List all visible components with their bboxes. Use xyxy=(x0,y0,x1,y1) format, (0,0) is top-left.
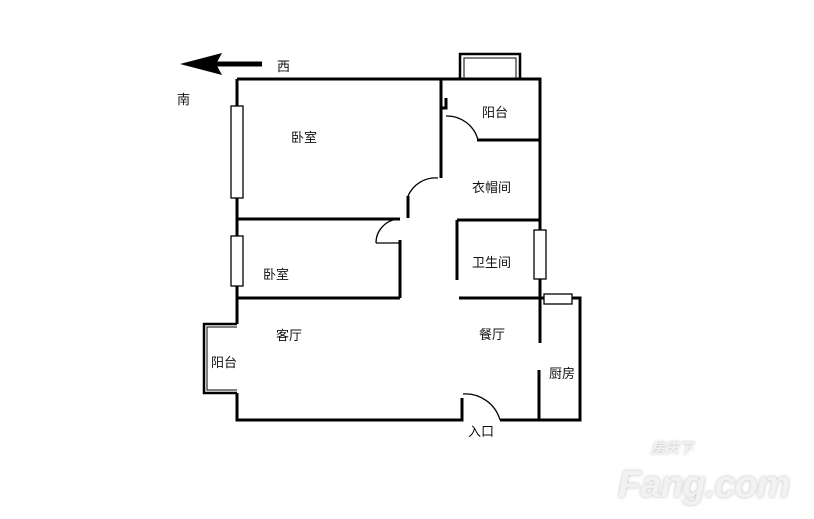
door-master-bedroom xyxy=(407,177,439,197)
walls xyxy=(235,77,582,422)
windows xyxy=(230,105,573,305)
compass-south-label: 南 xyxy=(177,93,191,108)
room-label-dining-room: 餐厅 xyxy=(479,328,506,343)
watermark-cn: 房天下 xyxy=(651,440,693,456)
door-second-bedroom xyxy=(375,218,401,244)
room-label-second-bedroom: 卧室 xyxy=(263,268,290,283)
balcony-south-outline xyxy=(202,322,237,395)
compass-west-label: 西 xyxy=(277,60,291,75)
room-label-north-balcony: 阳台 xyxy=(482,106,509,121)
doors xyxy=(375,115,501,421)
window-second-bedroom xyxy=(230,235,244,287)
door-balcony xyxy=(445,115,479,141)
room-label-living-room: 客厅 xyxy=(276,329,303,344)
window-bathroom xyxy=(533,229,547,280)
window-master-bedroom xyxy=(230,105,244,199)
entrance-label: 入口 xyxy=(468,425,495,440)
entrance-door xyxy=(462,393,501,421)
window-kitchen xyxy=(543,293,573,305)
balcony-north-outline xyxy=(458,52,522,79)
room-label-cloakroom: 衣帽间 xyxy=(472,181,512,196)
compass-arrow-icon xyxy=(180,53,262,75)
room-label-kitchen: 厨房 xyxy=(549,367,576,382)
room-label-master-bedroom: 卧室 xyxy=(291,131,318,146)
room-label-south-balcony: 阳台 xyxy=(211,356,238,371)
watermark-logo: Fang.com xyxy=(618,464,790,506)
room-label-bathroom: 卫生间 xyxy=(472,256,512,271)
